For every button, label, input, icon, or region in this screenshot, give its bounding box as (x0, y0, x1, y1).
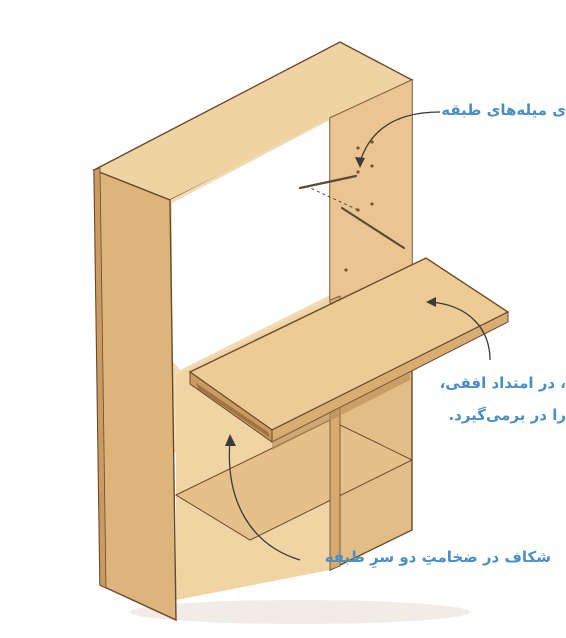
annotation-shelf-pins: ی میله‌های طبقه (441, 103, 566, 118)
annotation-horizontal-line1: ، در امتداد افقی، (440, 376, 566, 391)
cabinet-right-panel-inner (330, 80, 412, 300)
floor-shadow (130, 600, 470, 624)
annotation-horizontal-line2: را در برمی‌گیرد. (448, 408, 566, 423)
cabinet-left-panel (94, 170, 176, 620)
annotation-groove: شکاف در ضخامتِ دو سرِ طبقه (325, 550, 551, 565)
